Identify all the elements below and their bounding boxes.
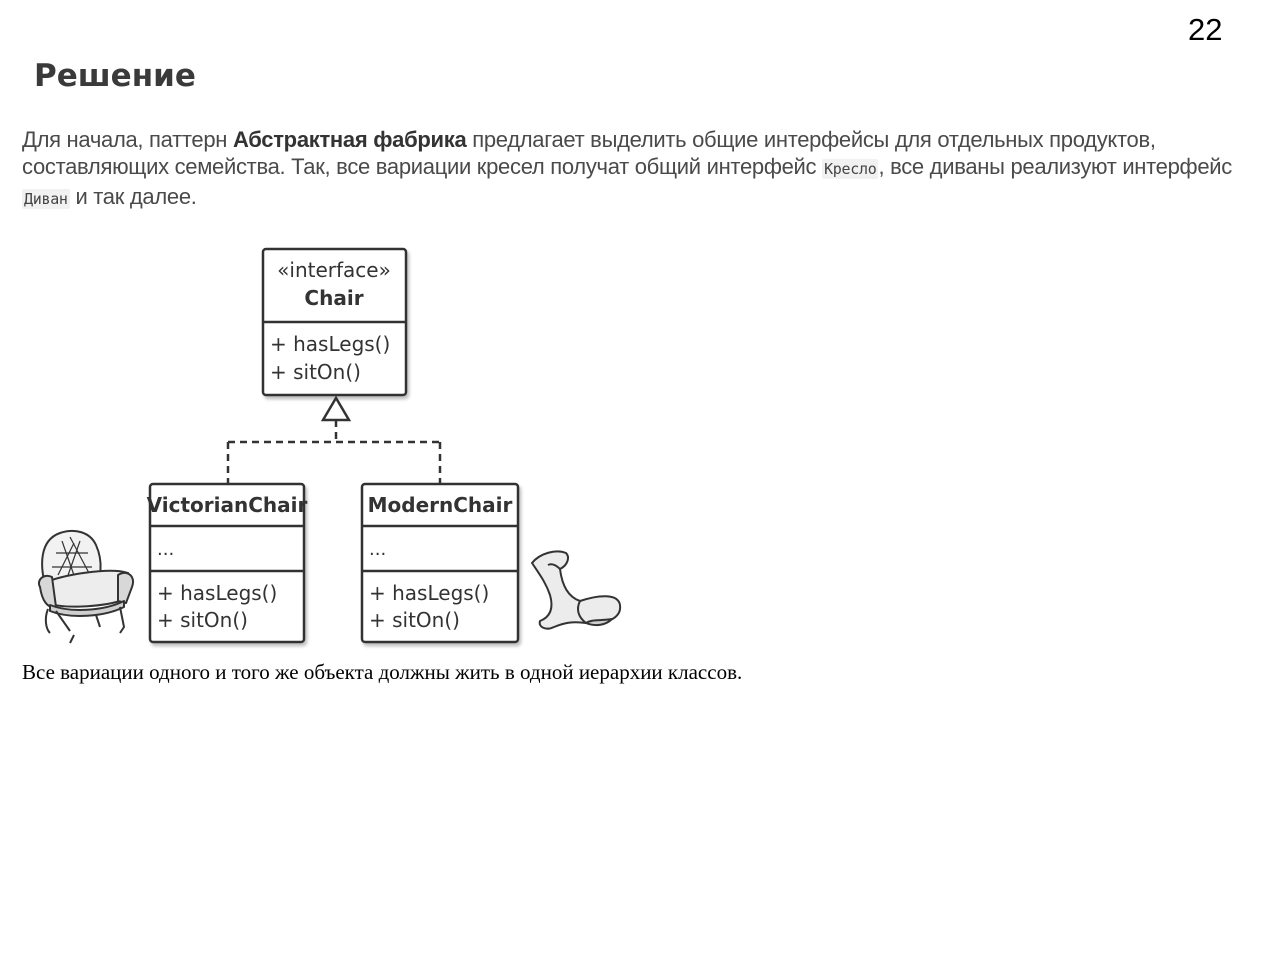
page-number: 22	[1188, 12, 1223, 47]
victorian-chair-name: VictorianChair	[147, 493, 308, 517]
uml-diagram: «interface» Chair + hasLegs() + sitOn() …	[38, 247, 622, 644]
modern-chair-fields: ...	[369, 539, 386, 560]
interface-method: + sitOn()	[270, 360, 361, 384]
code-sofa: Диван	[22, 189, 70, 209]
modern-chair-name: ModernChair	[368, 493, 513, 517]
intro-text-2: предлагает выделить общие интерфейсы для…	[22, 127, 1156, 179]
intro-paragraph: Для начала, паттерн Абстрактная фабрика …	[22, 126, 1252, 213]
caption: Все вариации одного и того же объекта до…	[22, 660, 743, 684]
victorian-chair-method: + sitOn()	[157, 608, 248, 632]
interface-chair-box	[261, 247, 408, 397]
interface-method: + hasLegs()	[270, 332, 390, 356]
realization-arrow	[226, 395, 442, 484]
intro-text-3: , все диваны реализуют интерфейс	[878, 154, 1232, 179]
interface-name: Chair	[304, 286, 363, 310]
intro-text-1: Для начала, паттерн	[22, 127, 233, 152]
victorian-armchair-illustration	[38, 529, 134, 644]
slide-heading: Решение	[34, 58, 196, 94]
modern-chair-illustration	[531, 550, 622, 630]
intro-bold-term: Абстрактная фабрика	[232, 127, 467, 152]
code-chair: Кресло	[822, 159, 879, 179]
modern-chair-box	[360, 482, 520, 644]
victorian-chair-method: + hasLegs()	[157, 581, 277, 605]
modern-chair-method: + sitOn()	[369, 608, 460, 632]
interface-stereotype: «interface»	[277, 258, 391, 282]
modern-chair-method: + hasLegs()	[369, 581, 489, 605]
victorian-chair-fields: ...	[157, 539, 174, 560]
victorian-chair-box	[148, 482, 306, 644]
intro-text-4: и так далее.	[69, 184, 197, 209]
